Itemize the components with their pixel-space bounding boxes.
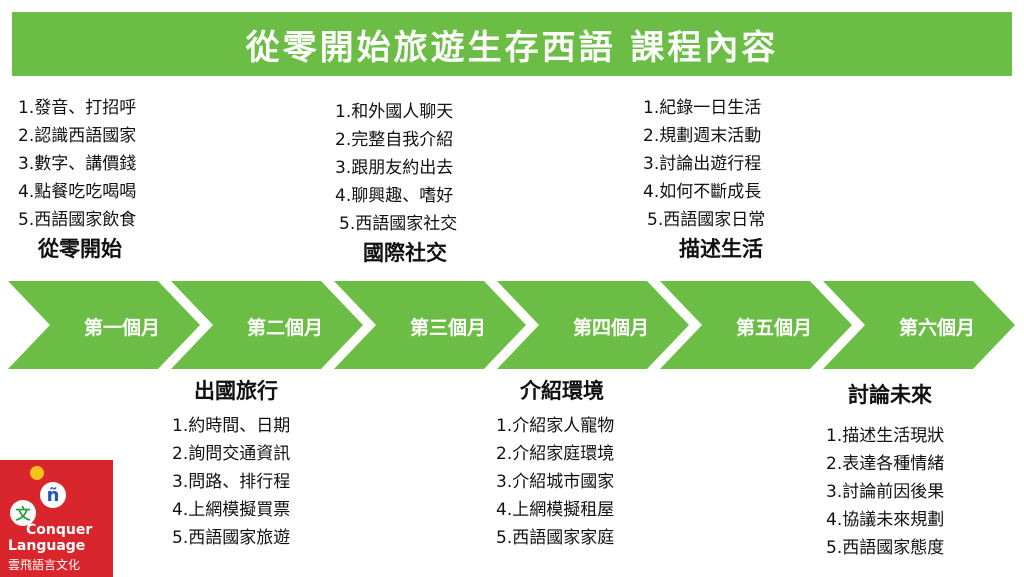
logo-text-conquer: Conquer xyxy=(26,522,93,538)
topic-item: 3.跟朋友約出去 xyxy=(335,158,454,178)
topic-item: 3.討論前因後果 xyxy=(826,482,945,502)
topic-item: 4.協議未來規劃 xyxy=(826,510,945,530)
conquer-language-logo: 文 ñ Conquer Language 雲飛語言文化 xyxy=(0,460,113,577)
topic-item: 3.介紹城市國家 xyxy=(496,472,615,492)
month-label: 第五個月 xyxy=(735,317,812,339)
topic-item: 1.介紹家人寵物 xyxy=(496,416,615,436)
topic-month-5: 1.紀錄一日生活 2.規劃週末活動 3.討論出遊行程 4.如何不斷成長 5.西語… xyxy=(643,94,765,264)
topic-heading: 介紹環境 xyxy=(520,379,604,403)
topic-heading: 從零開始 xyxy=(38,237,122,261)
topic-item: 4.點餐吃吃喝喝 xyxy=(18,182,137,202)
topic-item: 4.聊興趣、嗜好 xyxy=(335,186,454,206)
month-arrow xyxy=(497,281,689,369)
topic-item: 2.認識西語國家 xyxy=(18,126,137,146)
topic-item: 5.西語國家社交 xyxy=(339,214,458,234)
month-label: 第一個月 xyxy=(83,317,160,339)
topic-item: 2.表達各種情緒 xyxy=(826,454,945,474)
timeline xyxy=(0,281,1024,369)
topic-item: 2.詢問交通資訊 xyxy=(172,444,291,464)
month-arrow xyxy=(171,281,363,369)
topic-item: 1.描述生活現狀 xyxy=(826,426,945,446)
topic-item: 1.約時間、日期 xyxy=(172,416,291,436)
month-label: 第四個月 xyxy=(572,317,649,339)
month-arrow xyxy=(660,281,852,369)
logo-bubble-n: ñ xyxy=(40,482,66,508)
topic-item: 1.紀錄一日生活 xyxy=(643,98,762,118)
topic-item: 5.西語國家家庭 xyxy=(496,528,615,548)
logo-text-language: Language xyxy=(8,538,86,554)
month-label: 第二個月 xyxy=(246,317,323,339)
topic-item: 5.西語國家飲食 xyxy=(18,210,137,230)
topic-heading: 討論未來 xyxy=(848,383,932,407)
topic-item: 1.和外國人聊天 xyxy=(335,102,454,122)
topic-month-3: 1.和外國人聊天 2.完整自我介紹 3.跟朋友約出去 4.聊興趣、嗜好 5.西語… xyxy=(335,98,457,268)
title-banner: 從零開始旅遊生存西語 課程內容 xyxy=(12,12,1012,76)
topic-month-1: 1.發音、打招呼 2.認識西語國家 3.數字、講價錢 4.點餐吃吃喝喝 5.西語… xyxy=(18,94,136,264)
topic-item: 5.西語國家旅遊 xyxy=(172,528,291,548)
topic-month-6: 討論未來 1.描述生活現狀 2.表達各種情緒 3.討論前因後果 4.協議未來規劃… xyxy=(826,380,944,562)
topic-item: 3.問路、排行程 xyxy=(172,472,291,492)
logo-bubble-wen: 文 xyxy=(10,500,36,526)
month-label: 第六個月 xyxy=(898,317,975,339)
topic-month-4: 介紹環境 1.介紹家人寵物 2.介紹家庭環境 3.介紹城市國家 4.上網模擬租屋… xyxy=(496,376,614,552)
month-label: 第三個月 xyxy=(409,317,486,339)
topic-item: 3.數字、講價錢 xyxy=(18,154,137,174)
topic-item: 4.上網模擬租屋 xyxy=(496,500,615,520)
topic-heading: 出國旅行 xyxy=(194,379,278,403)
topic-item: 4.如何不斷成長 xyxy=(643,182,762,202)
smiley-icon xyxy=(30,466,44,480)
topic-heading: 國際社交 xyxy=(363,241,447,265)
month-arrow xyxy=(334,281,526,369)
topic-item: 1.發音、打招呼 xyxy=(18,98,137,118)
logo-text-chinese: 雲飛語言文化 xyxy=(8,558,81,572)
topic-item: 4.上網模擬買票 xyxy=(172,500,291,520)
topic-item: 5.西語國家日常 xyxy=(647,210,766,230)
topic-item: 2.完整自我介紹 xyxy=(335,130,454,150)
topic-item: 2.規劃週末活動 xyxy=(643,126,762,146)
month-arrow xyxy=(8,281,200,369)
topic-item: 5.西語國家態度 xyxy=(826,538,945,558)
topic-month-2: 出國旅行 1.約時間、日期 2.詢問交通資訊 3.問路、排行程 4.上網模擬買票… xyxy=(172,376,290,552)
page-title: 從零開始旅遊生存西語 課程內容 xyxy=(245,27,779,68)
topic-heading: 描述生活 xyxy=(679,237,763,261)
topic-item: 3.討論出遊行程 xyxy=(643,154,762,174)
month-arrow xyxy=(823,281,1015,369)
topic-item: 2.介紹家庭環境 xyxy=(496,444,615,464)
